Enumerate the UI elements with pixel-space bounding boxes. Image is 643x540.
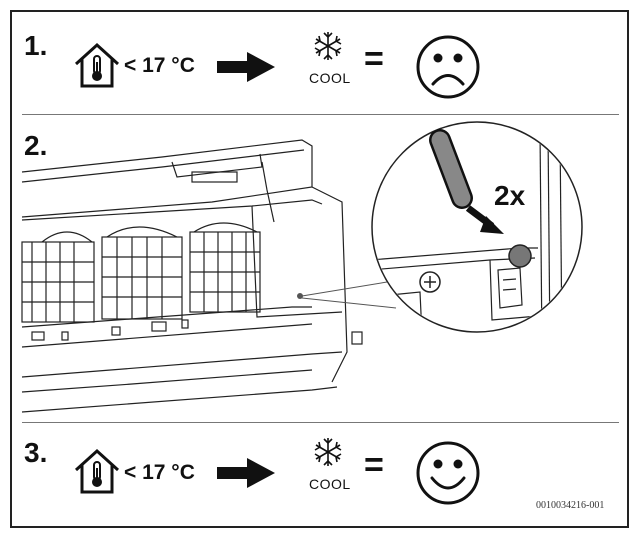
pen-tip-icon	[429, 129, 473, 209]
step-1-temperature: < 17 °C	[124, 54, 195, 77]
step-2-number: 2.	[24, 130, 48, 161]
press-arrow-icon	[465, 205, 504, 234]
step-3-temperature: < 17 °C	[124, 461, 195, 484]
happy-face-icon	[416, 441, 480, 505]
reset-button-location	[297, 293, 303, 299]
snowflake-icon	[314, 32, 342, 60]
air-conditioner-unit-drawing	[21, 139, 397, 413]
step-1-number: 1.	[24, 30, 48, 61]
arrow-right-icon	[217, 458, 275, 488]
step-3-equals: =	[364, 446, 384, 484]
instruction-frame: 1. < 17 °C COOL = 2.	[10, 10, 629, 528]
step-1-equals: =	[364, 40, 384, 78]
step-3-number: 3.	[24, 437, 48, 468]
home-thermometer-icon	[74, 42, 120, 88]
home-thermometer-icon	[74, 448, 120, 494]
separator-1	[22, 114, 619, 115]
snowflake-icon	[314, 438, 342, 466]
arrow-right-icon	[217, 52, 275, 82]
step-2-press-count: 2x	[494, 180, 526, 211]
sad-face-icon	[416, 35, 480, 99]
reset-button-icon	[508, 244, 532, 268]
figure-code: 0010034216-001	[536, 500, 605, 511]
separator-2	[22, 422, 619, 423]
step-1-mode-label: COOL	[309, 70, 351, 86]
detail-callout	[371, 121, 583, 333]
step-3-mode-label: COOL	[309, 476, 351, 492]
